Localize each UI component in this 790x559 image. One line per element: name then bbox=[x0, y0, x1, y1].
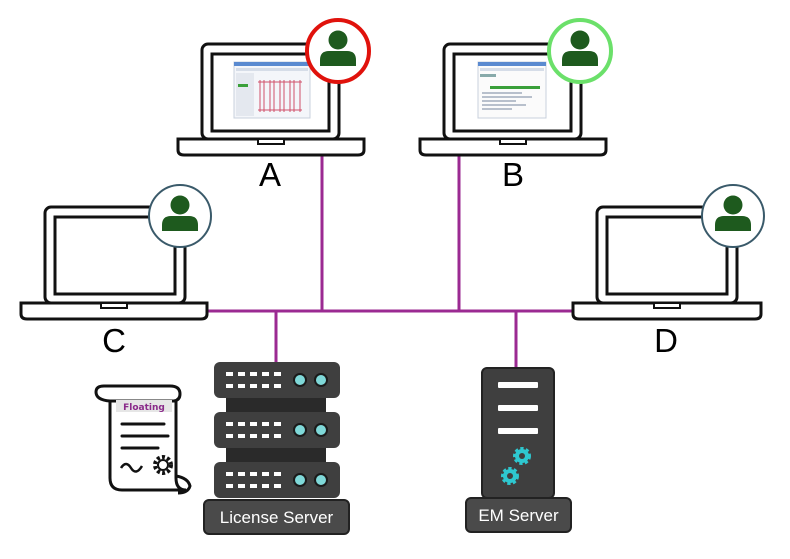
user-icon bbox=[715, 195, 751, 231]
gear-icon bbox=[513, 447, 531, 465]
laptop-label-d: D bbox=[654, 322, 678, 359]
laptop-a[interactable]: A bbox=[176, 18, 371, 193]
laptop-base bbox=[418, 137, 608, 157]
laptop-d[interactable]: D bbox=[571, 184, 765, 359]
server-unit bbox=[214, 412, 340, 448]
network-lines bbox=[208, 155, 578, 368]
laptop-label-b: B bbox=[502, 156, 524, 193]
gear-icon bbox=[501, 467, 519, 485]
license-tag bbox=[116, 400, 172, 412]
license-document-icon: Floating bbox=[94, 384, 192, 495]
em-server-label: EM Server bbox=[478, 506, 559, 525]
laptop-base bbox=[19, 301, 209, 321]
laptop-notch bbox=[653, 302, 681, 309]
user-icon bbox=[562, 30, 598, 66]
laptop-base bbox=[176, 137, 366, 157]
laptop-b[interactable]: B bbox=[418, 18, 613, 193]
user-icon bbox=[162, 195, 198, 231]
license-server[interactable]: License Server bbox=[203, 362, 350, 535]
em-server[interactable]: EM Server bbox=[465, 367, 572, 533]
user-icon bbox=[320, 30, 356, 66]
gear-icon bbox=[153, 455, 173, 475]
laptop-notch bbox=[499, 138, 527, 145]
server-label-box bbox=[203, 499, 350, 535]
license-server-label: License Server bbox=[220, 508, 334, 527]
server-unit bbox=[214, 462, 340, 498]
laptop-label-a: A bbox=[259, 156, 281, 193]
laptop-notch bbox=[100, 302, 128, 309]
laptop-base bbox=[571, 301, 763, 321]
laptop-c[interactable]: C bbox=[19, 184, 212, 359]
laptop-notch bbox=[257, 138, 285, 145]
server-label-box bbox=[465, 497, 572, 533]
license-tag-text: Floating bbox=[123, 403, 165, 413]
laptop-label-c: C bbox=[102, 322, 126, 359]
server-unit bbox=[214, 362, 340, 398]
